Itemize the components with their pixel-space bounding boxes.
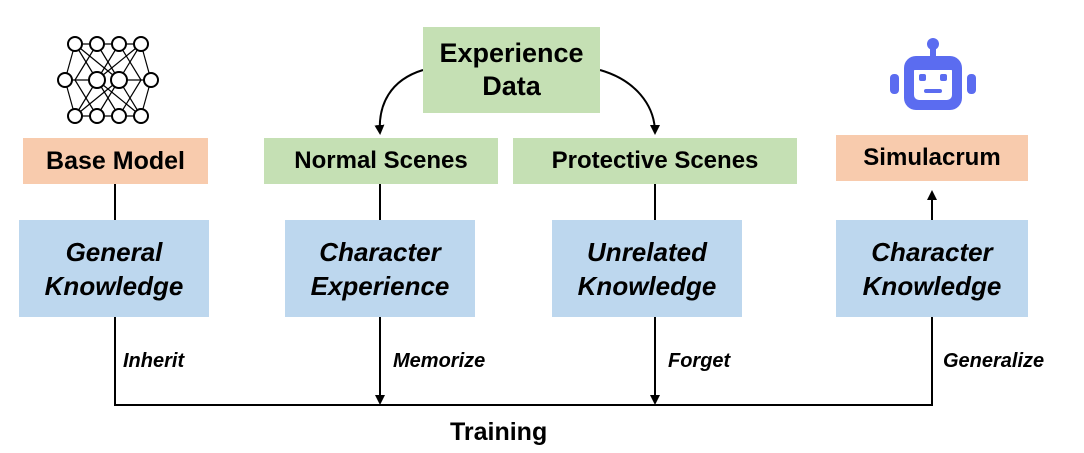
arrow-to-protective-scenes <box>599 69 660 135</box>
robot-icon <box>890 38 976 110</box>
inherit-label: Inherit <box>123 350 185 372</box>
training-label: Training <box>450 418 548 446</box>
protective-scenes-box: Protective Scenes <box>513 138 797 184</box>
generalize-label: Generalize <box>943 350 1045 372</box>
arrow-to-normal-scenes <box>374 69 424 135</box>
memorize-label: Memorize <box>393 350 486 372</box>
experience-data-box: Experience Data <box>423 27 600 113</box>
character-experience-box: Character Experience <box>285 220 475 317</box>
unrelated-knowledge-box: Unrelated Knowledge <box>552 220 742 317</box>
base-model-box: Base Model <box>23 138 208 184</box>
simulacrum-box: Simulacrum <box>836 135 1028 181</box>
neural-network-icon <box>57 36 159 124</box>
general-knowledge-box: General Knowledge <box>19 220 209 317</box>
normal-scenes-box: Normal Scenes <box>264 138 498 184</box>
character-knowledge-box: Character Knowledge <box>836 220 1028 317</box>
forget-label: Forget <box>668 350 731 372</box>
